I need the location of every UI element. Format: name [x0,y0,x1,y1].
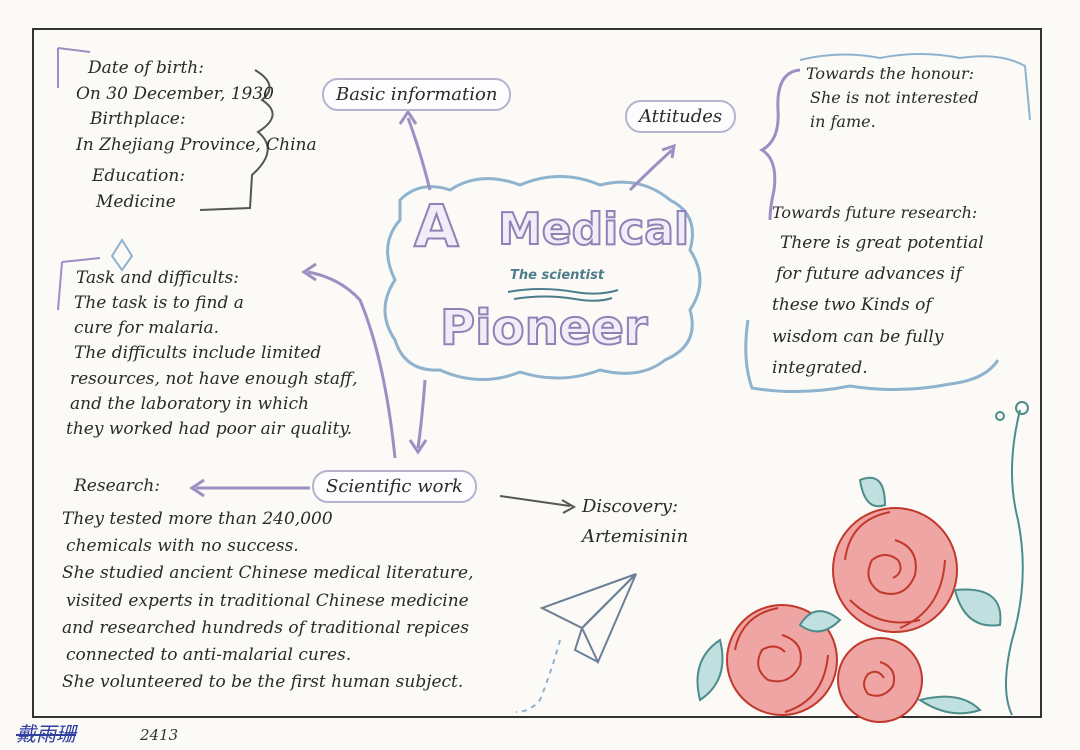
arrow-to-discovery [499,495,571,507]
task-line-2: cure for malaria. [74,318,220,339]
dob-label: Date of birth: [88,58,204,78]
page-border [32,28,1042,718]
arrow-to-attitudes [628,148,674,192]
honour-line-2: in fame. [810,112,876,131]
birthplace-label: Birthplace: [90,109,186,129]
task-line-4: resources, not have enough staff, [70,368,358,389]
dob-value: On 30 December, 1930 [76,83,274,104]
subtitle: The scientist [510,268,605,283]
future-line-2: for future advances if [776,264,962,285]
attitudes-brace [759,68,801,221]
research-block: They tested more than 240,000 chemicals … [62,506,474,696]
discovery-label: Discovery: [582,496,679,517]
title-word-medical: Medical [497,203,690,256]
rose-leaves [696,476,1002,715]
discovery-block: Discovery: Artemisinin [582,492,688,551]
education-label: Education: [92,166,186,186]
task-line-6: they worked had poor air quality. [66,418,353,439]
research-line-1: They tested more than 240,000 [62,509,333,529]
birthplace-value: In Zhejiang Province, China [76,134,317,155]
honour-label: Towards the honour: [806,64,974,83]
education-value: Medicine [96,191,176,212]
task-label: Task and difficults: [76,268,239,288]
rose-left [726,604,838,716]
vine [1005,409,1024,716]
future-label: Towards future research: [772,203,978,222]
arrow-to-basic [406,117,432,191]
task-line-1: The task is to find a [74,293,244,314]
honour-cloud [799,53,1031,121]
discovery-value: Artemisinin [582,525,689,547]
signature-name: 戴雨珊 [16,722,76,746]
research-line-2: chemicals with no success. [66,536,299,557]
future-line-1: There is great potential [780,232,984,253]
future-line-5: integrated. [772,358,868,379]
basic-information-node: Basic information [322,78,512,111]
honour-line-1: She is not interested [810,88,979,107]
attitudes-node: Attitudes [625,100,737,133]
future-research-block: Towards future research: There is great … [772,198,984,385]
research-line-7: She volunteered to be the first human su… [62,672,464,693]
basic-info-bracket [199,69,274,211]
future-line-3: these two Kinds of [772,295,932,316]
research-line-6: connected to anti-malarial cures. [66,644,352,665]
title-word-pioneer: Pioneer [439,299,649,357]
research-line-4: visited experts in traditional Chinese m… [66,590,469,611]
task-line-3: The difficults include limited [74,343,322,364]
arrow-to-task [307,270,397,459]
basic-info-block: Date of birth: On 30 December, 1930 Birt… [76,56,317,215]
diamond-doodle [110,238,134,272]
paper-plane-icon [515,573,637,713]
subtitle-wave [507,288,619,295]
rose-large [832,507,958,633]
future-line-4: wisdom can be fully [772,326,944,347]
research-label: Research: [74,476,161,496]
honour-block: Towards the honour: She is not intereste… [806,62,978,134]
future-cloud [744,319,1000,394]
research-line-3: She studied ancient Chinese medical lite… [62,563,474,584]
title-word-a: A [413,191,460,261]
title-cloud-frame [383,175,702,381]
rose-right [837,637,923,723]
subtitle-wave-2 [513,295,613,302]
task-line-5: and the laboratory in which [70,393,309,414]
scientific-work-node: Scientific work [312,470,477,503]
signature-number: 2413 [140,726,179,744]
research-line-5: and researched hundreds of traditional r… [62,617,469,638]
arrow-to-scientific [416,379,427,449]
task-block: Task and difficults: The task is to find… [66,266,357,442]
